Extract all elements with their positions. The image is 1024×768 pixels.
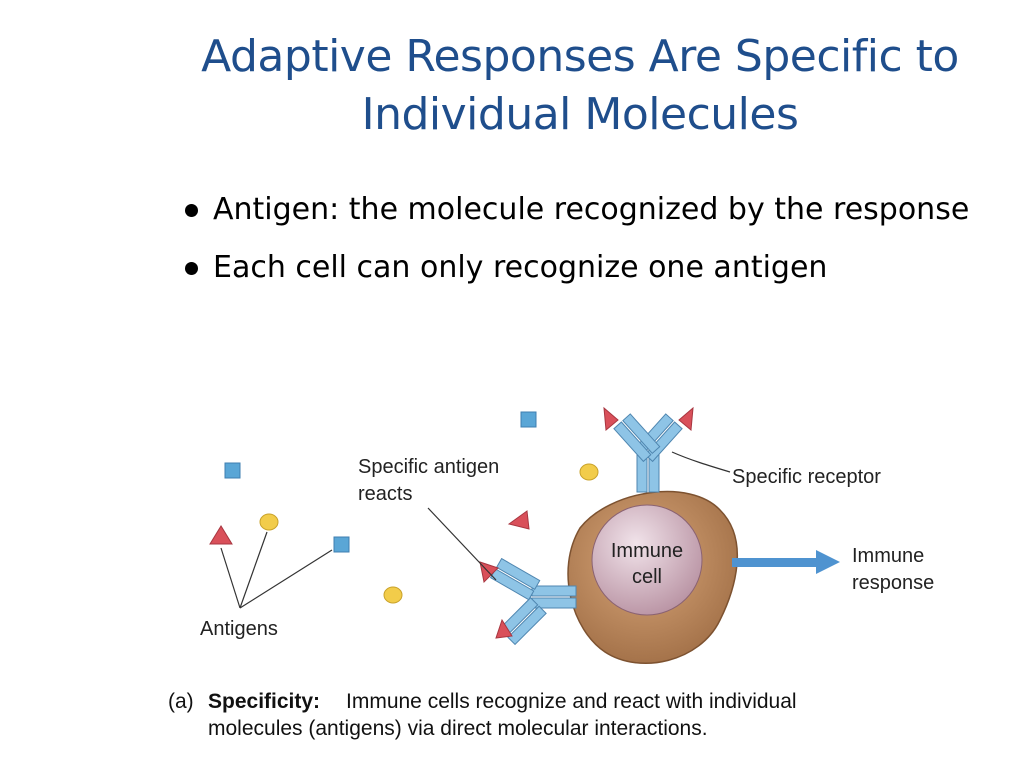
square-antigen-icon xyxy=(520,411,537,428)
square-antigen-icon xyxy=(224,462,241,479)
bullet-dot-icon xyxy=(185,262,198,275)
specific-antigen-label-cont: reacts xyxy=(358,483,412,505)
antigens-label: Antigens xyxy=(200,618,278,640)
triangle-antigen-icon xyxy=(507,510,530,530)
immune-cell-label: Immune xyxy=(611,540,683,562)
specific-receptor-top xyxy=(603,406,694,493)
circle-antigen-icon xyxy=(259,513,279,531)
bullet-dot-icon xyxy=(185,204,198,217)
triangle-antigen-icon xyxy=(209,525,233,545)
specific-receptor-pointer xyxy=(671,451,731,473)
caption-line-2: molecules (antigens) via direct molecula… xyxy=(208,717,708,740)
specific-receptor-bound xyxy=(479,557,577,646)
immune-cell-label-cont: cell xyxy=(632,566,662,588)
specific-antigen-label: Specific antigen xyxy=(358,456,499,478)
immune-response-label: Immune xyxy=(852,545,924,567)
circle-antigen-icon xyxy=(579,463,599,481)
specific-antigen-pointer xyxy=(427,507,497,581)
specific-receptor-label: Specific receptor xyxy=(732,466,881,488)
figure-illustration: Specific antigen reacts Specific recepto… xyxy=(168,406,934,740)
slide-title: Adaptive Responses Are Specific to Indiv… xyxy=(160,28,1000,144)
title-line-2: Individual Molecules xyxy=(361,89,799,140)
bullet-item: Antigen: the molecule recognized by the … xyxy=(185,188,985,232)
bullet-text: Each cell can only recognize one antigen xyxy=(213,250,828,285)
antigens-pointer-lines xyxy=(220,531,333,609)
immune-response-label-cont: response xyxy=(852,572,934,594)
immune-cell-nucleus xyxy=(591,504,703,616)
square-antigen-icon xyxy=(333,536,350,553)
caption-term: Specificity: xyxy=(208,690,320,713)
circle-antigen-icon xyxy=(383,586,403,604)
caption-marker: (a) xyxy=(168,690,194,713)
specificity-figure: Specific antigen reacts Specific recepto… xyxy=(160,390,980,750)
title-line-1: Adaptive Responses Are Specific to xyxy=(201,31,959,82)
bullet-item: Each cell can only recognize one antigen xyxy=(185,246,985,290)
caption-line-1: Immune cells recognize and react with in… xyxy=(346,690,797,713)
immune-response-arrow-icon xyxy=(732,550,840,574)
bullet-list: Antigen: the molecule recognized by the … xyxy=(185,188,985,304)
bullet-text: Antigen: the molecule recognized by the … xyxy=(213,192,970,227)
